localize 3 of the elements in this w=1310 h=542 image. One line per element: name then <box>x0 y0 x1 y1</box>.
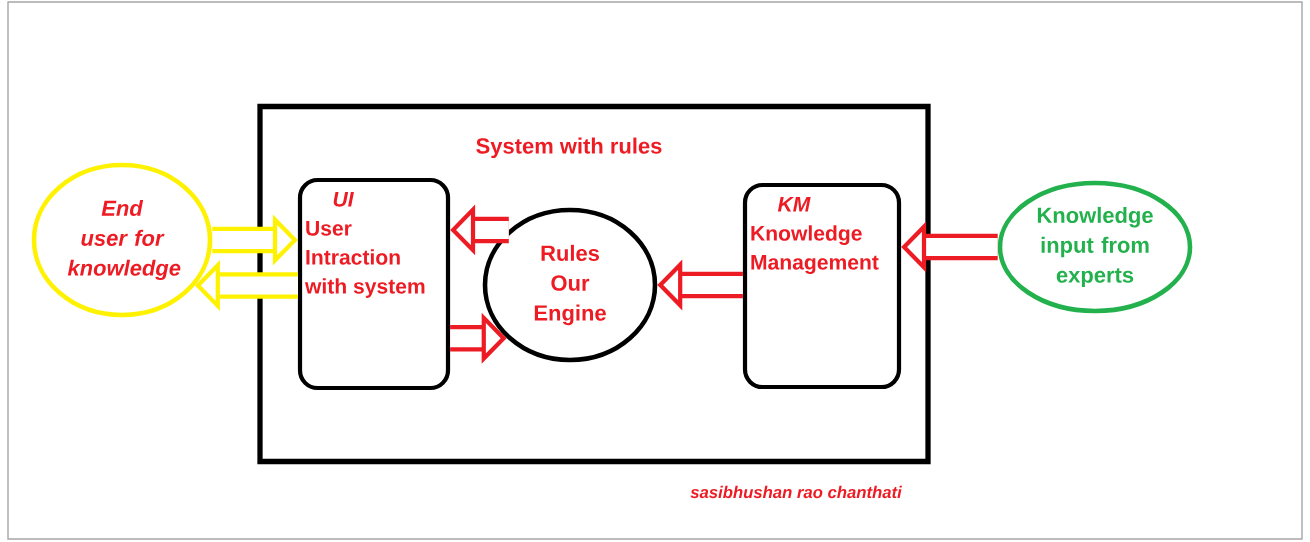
signature: sasibhushan rao chanthati <box>690 485 903 499</box>
rounded-box: UI User Intraction with system <box>297 177 451 391</box>
rounded-box: KM Knowledge Management <box>742 182 902 390</box>
